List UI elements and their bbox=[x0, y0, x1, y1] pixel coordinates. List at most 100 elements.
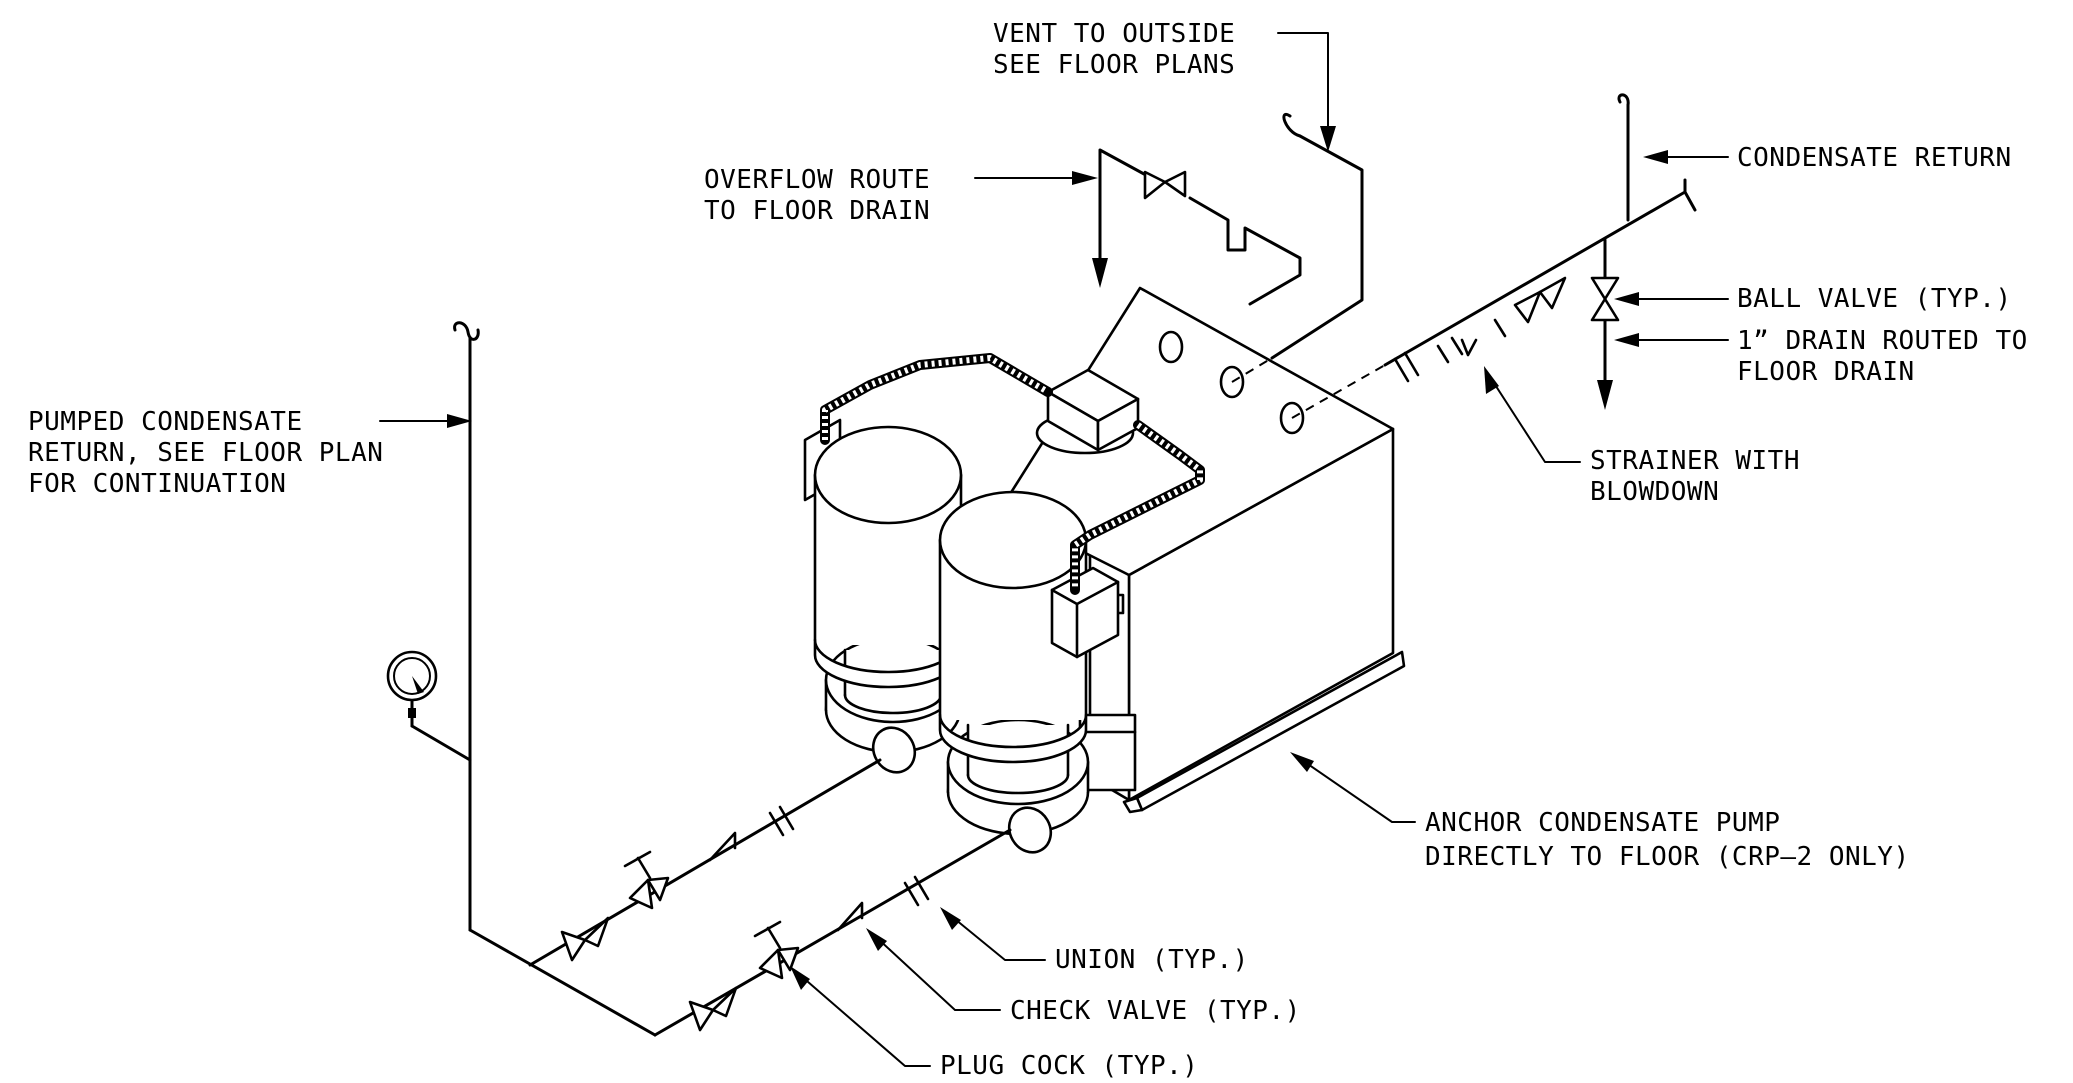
arrowhead-plug-cock bbox=[790, 966, 810, 990]
label-pumped-line1: PUMPED CONDENSATE bbox=[28, 407, 303, 437]
line2-union-b bbox=[913, 875, 930, 901]
pump-2-neck-bottom bbox=[966, 773, 1070, 795]
gauge-branch bbox=[410, 724, 472, 762]
discharge-line-pump1 bbox=[528, 758, 882, 967]
label-condensate-return: CONDENSATE RETURN bbox=[1737, 143, 2012, 173]
arrowhead-pumped-condensate bbox=[447, 414, 472, 428]
line1-plugcock-stem bbox=[636, 856, 652, 880]
line1-plugcock-b bbox=[646, 876, 670, 902]
label-anchor-line1: ANCHOR CONDENSATE PUMP bbox=[1425, 808, 1780, 838]
label-pumped-line2: RETURN, SEE FLOOR PLAN bbox=[28, 438, 383, 468]
label-vent-line2: SEE FLOOR PLANS bbox=[993, 50, 1235, 80]
condensate-return-piping bbox=[1383, 93, 1697, 410]
label-anchor-line2: DIRECTLY TO FLOOR (CRP–2 ONLY) bbox=[1425, 842, 1910, 872]
line1-union-b bbox=[778, 805, 795, 831]
label-check-valve: CHECK VALVE (TYP.) bbox=[1010, 996, 1301, 1026]
strainer-basket bbox=[1460, 338, 1478, 357]
tank-port-1 bbox=[1158, 330, 1184, 364]
conduit-pump2-inner bbox=[1072, 422, 1203, 590]
vent-piping bbox=[1270, 112, 1364, 360]
discharge-header-bottom bbox=[468, 928, 657, 1037]
leader-plug-cock bbox=[799, 974, 931, 1067]
line2-plugcock-stem bbox=[766, 926, 782, 950]
pump-1-neck-bottom bbox=[843, 693, 943, 715]
ball-valve-bottom bbox=[1590, 297, 1620, 322]
drain-arrow bbox=[1597, 380, 1613, 410]
label-overflow-line1: OVERFLOW ROUTE bbox=[704, 165, 930, 195]
return-break-symbol bbox=[1617, 93, 1630, 107]
discharge-break-symbol bbox=[453, 321, 480, 341]
pressure-gauge-needle bbox=[412, 676, 424, 694]
arrowhead-overflow bbox=[1072, 171, 1098, 185]
strainer-body-b bbox=[1450, 336, 1464, 356]
hidden-vent-pipe bbox=[1231, 357, 1273, 383]
line2-plugcock-handle bbox=[753, 920, 782, 938]
conduit-pump1 bbox=[820, 353, 1053, 445]
overflow-riser bbox=[1098, 148, 1157, 262]
vent-cap-squiggle bbox=[1282, 112, 1302, 138]
label-overflow-line2: TO FLOOR DRAIN bbox=[704, 196, 930, 226]
arrowhead-condensate-return bbox=[1643, 150, 1668, 164]
label-group: VENT TO OUTSIDE SEE FLOOR PLANS OVERFLOW… bbox=[28, 19, 2027, 1081]
arrowhead-strainer bbox=[1484, 366, 1499, 394]
overflow-trap-run bbox=[1188, 196, 1302, 306]
junction-box-edge1 bbox=[1050, 588, 1079, 606]
label-strainer-line2: BLOWDOWN bbox=[1590, 477, 1719, 507]
line1-plugcock-a bbox=[628, 878, 654, 910]
return-union-b bbox=[1403, 351, 1420, 377]
line2-union-a bbox=[903, 881, 920, 907]
arrowhead-drain bbox=[1614, 333, 1639, 347]
pump-2-motor-cap bbox=[938, 490, 1088, 590]
return-valve-a bbox=[1513, 290, 1542, 324]
leader-check-valve bbox=[875, 936, 1001, 1011]
strainer-flange bbox=[1493, 318, 1507, 338]
label-union: UNION (TYP.) bbox=[1055, 945, 1249, 975]
leader-anchor bbox=[1301, 759, 1416, 823]
return-valve-b bbox=[1538, 276, 1567, 310]
line1-valve-a bbox=[560, 930, 587, 962]
leader-strainer bbox=[1491, 379, 1581, 463]
line2-valve-b bbox=[711, 986, 738, 1018]
pumped-discharge-piping bbox=[386, 321, 1012, 1037]
line1-valve-b bbox=[583, 916, 610, 948]
arrowhead-ball-valve bbox=[1614, 292, 1639, 306]
strainer-body-a bbox=[1436, 344, 1450, 364]
conduit-pump1-inner bbox=[822, 355, 1050, 440]
arrowhead-anchor bbox=[1290, 752, 1314, 772]
arrowhead-union bbox=[940, 907, 961, 930]
label-pumped-line3: FOR CONTINUATION bbox=[28, 469, 286, 499]
junction-box bbox=[1050, 566, 1125, 659]
overflow-drain-arrow bbox=[1092, 258, 1108, 288]
pump-2-discharge-outer bbox=[1007, 806, 1053, 854]
pump-1-discharge-outer bbox=[871, 726, 917, 774]
pump-1 bbox=[803, 418, 963, 774]
ball-valve-top bbox=[1590, 276, 1620, 301]
pump-1-motor-cap bbox=[813, 425, 963, 525]
return-end-cap bbox=[1683, 190, 1697, 212]
line1-plugcock-handle bbox=[623, 850, 652, 868]
gauge-cock bbox=[408, 708, 416, 718]
label-vent-line1: VENT TO OUTSIDE bbox=[993, 19, 1235, 49]
line2-plugcock-a bbox=[758, 948, 784, 980]
pressure-gauge-dial bbox=[393, 657, 431, 695]
label-plug-cock: PLUG COCK (TYP.) bbox=[940, 1051, 1198, 1081]
overflow-valve-left bbox=[1143, 170, 1167, 200]
flex-conduit bbox=[820, 353, 1205, 595]
arrowhead-vent bbox=[1320, 126, 1336, 152]
overflow-piping bbox=[1092, 148, 1302, 306]
line1-union-a bbox=[768, 811, 785, 837]
line2-plugcock-b bbox=[776, 946, 800, 972]
leader-vent bbox=[1277, 32, 1329, 149]
label-strainer-line1: STRAINER WITH bbox=[1590, 446, 1800, 476]
line2-check-valve bbox=[836, 901, 864, 932]
leader-union bbox=[949, 914, 1046, 961]
leader-lines bbox=[379, 32, 1729, 1067]
line2-valve-a bbox=[688, 1000, 715, 1032]
pump-2-motor-base bbox=[938, 713, 1088, 764]
return-horizontal bbox=[1383, 178, 1687, 367]
label-ball-valve: BALL VALVE (TYP.) bbox=[1737, 284, 2012, 314]
hidden-return-pipe bbox=[1291, 364, 1386, 419]
arrowhead-check-valve bbox=[866, 928, 887, 951]
pump-2 bbox=[938, 490, 1137, 854]
